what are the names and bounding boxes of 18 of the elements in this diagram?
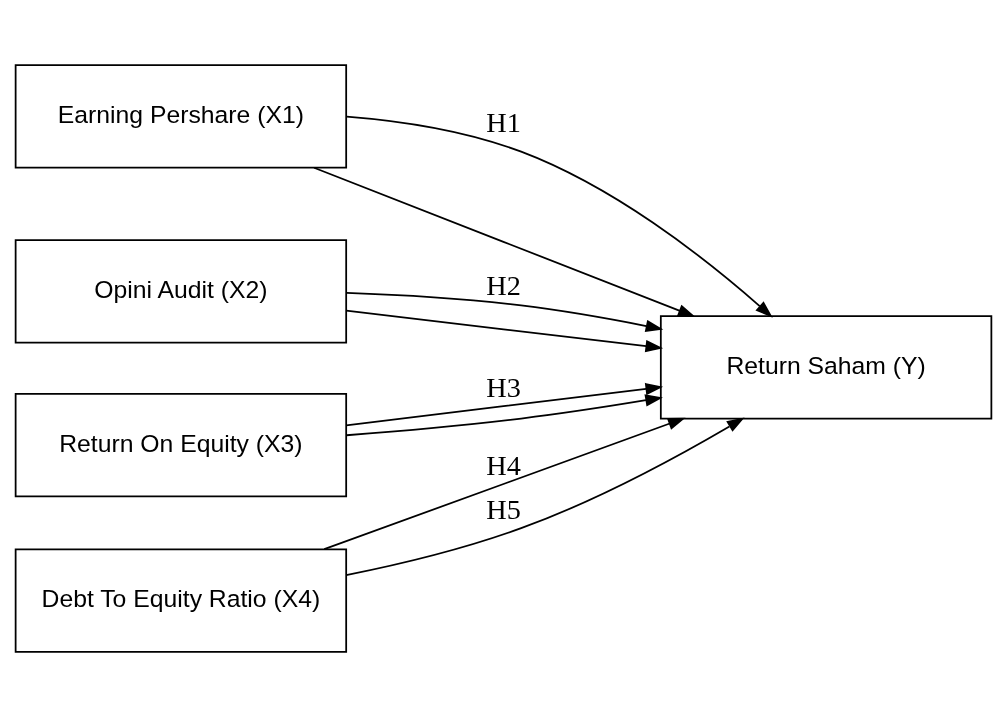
node-box: Earning Pershare (X1) bbox=[14, 63, 348, 168]
node-box: Debt To Equity Ratio (X4) bbox=[14, 548, 348, 653]
arrow bbox=[345, 115, 773, 318]
edge-label: H4 bbox=[486, 449, 521, 481]
arrow bbox=[345, 417, 745, 576]
node-box: Opini Audit (X2) bbox=[14, 238, 348, 343]
edge-label: H5 bbox=[486, 493, 521, 525]
edge-label: H1 bbox=[486, 106, 521, 138]
node-box: Return Saham (Y) bbox=[659, 314, 993, 419]
arrow bbox=[313, 166, 696, 317]
node-box: Return On Equity (X3) bbox=[14, 392, 348, 497]
arrow bbox=[345, 382, 664, 426]
arrow bbox=[323, 417, 686, 550]
edge-label: H2 bbox=[486, 269, 521, 301]
arrow bbox=[345, 291, 664, 332]
arrow bbox=[345, 309, 664, 352]
arrow bbox=[345, 393, 663, 436]
edge-label: H3 bbox=[486, 371, 521, 403]
